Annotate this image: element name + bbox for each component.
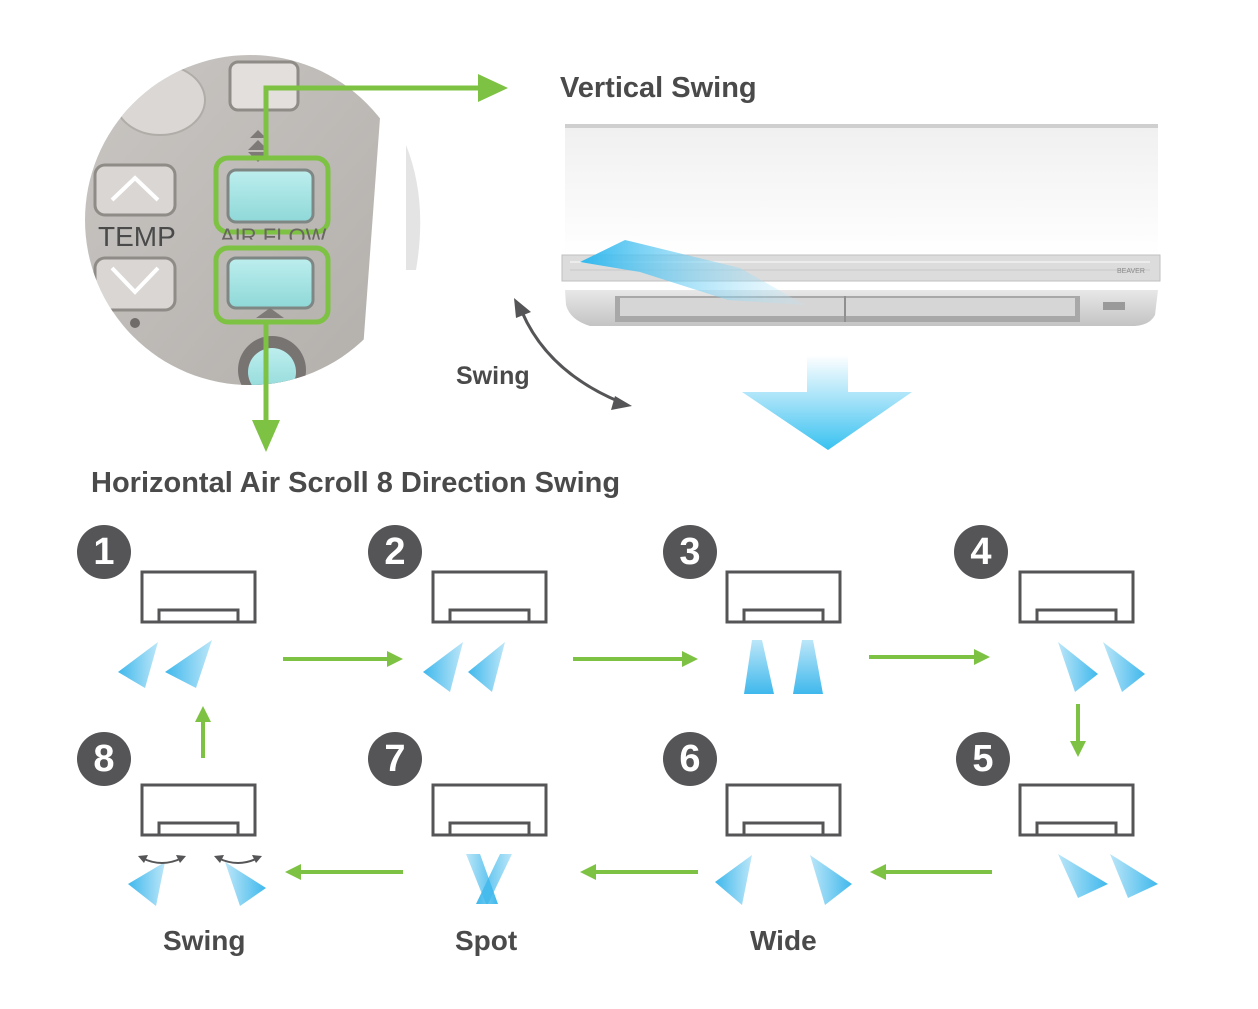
air-conditioner-unit: BEAVER <box>561 124 1161 326</box>
airflow-label: AIR FLOW <box>220 224 327 249</box>
arrow-step-3-to-4 <box>869 649 990 665</box>
swing-arrow-label: Swing <box>456 362 530 390</box>
vertical-airflow-button[interactable] <box>226 168 315 224</box>
step-number-2: 2 <box>368 525 422 579</box>
air-flow-4b <box>1103 642 1145 692</box>
air-flow-1b <box>165 640 212 688</box>
arrow-step-1-to-2 <box>283 651 403 667</box>
step-number-6: 6 <box>663 732 717 786</box>
mode-label-spot: Spot <box>455 925 518 956</box>
air-flow-1a <box>118 642 158 688</box>
step-unit-icon-3 <box>725 570 842 624</box>
temp-down-button[interactable] <box>93 256 177 312</box>
arrow-step-7-to-8 <box>285 864 403 880</box>
air-flow-8a <box>128 862 165 906</box>
step-unit-icon-4 <box>1018 570 1135 624</box>
temp-up-button[interactable] <box>93 163 177 217</box>
arrow-step-5-to-6 <box>870 864 992 880</box>
arrow-step-2-to-3 <box>573 651 698 667</box>
step-number-8: 8 <box>77 732 131 786</box>
step-number-1: 1 <box>77 525 131 579</box>
vertical-swing-title: Vertical Swing <box>560 72 757 104</box>
step-number-3: 3 <box>663 525 717 579</box>
step-unit-icon-6 <box>725 783 842 837</box>
step-unit-icon-8 <box>140 783 257 837</box>
vertical-swing-highlight <box>213 155 331 235</box>
step-unit-icon-7 <box>431 783 548 837</box>
arrow-step-6-to-7 <box>580 864 698 880</box>
swing-curve-arrow <box>520 311 621 404</box>
horizontal-swing-title: Horizontal Air Scroll 8 Direction Swing <box>91 467 621 499</box>
temp-label: TEMP <box>98 221 176 252</box>
air-flow-3b <box>793 640 823 694</box>
air-flow-6b <box>810 855 852 905</box>
swing-mini-arrow-right <box>214 855 262 864</box>
step-number-4: 4 <box>954 525 1008 579</box>
swing-mini-arrow-left <box>138 855 186 864</box>
step-number-5: 5 <box>956 732 1010 786</box>
horizontal-airflow-button[interactable] <box>226 256 315 310</box>
arrow-step-8-to-1 <box>195 706 211 758</box>
air-flow-8b <box>225 862 266 906</box>
air-flow-2b <box>468 642 505 692</box>
air-flow-6a <box>715 855 752 905</box>
mode-label-wide: Wide <box>750 925 817 956</box>
step-unit-icon-1 <box>140 570 257 624</box>
air-flow-4a <box>1058 642 1098 692</box>
step-number-7: 7 <box>368 732 422 786</box>
air-flow-7b <box>476 854 512 904</box>
step-unit-icon-2 <box>431 570 548 624</box>
round-button[interactable] <box>248 348 296 396</box>
arrow-step-4-to-5 <box>1070 704 1086 757</box>
vertical-swing-pointer <box>263 85 485 160</box>
step-arrows <box>195 649 1086 880</box>
air-flow-5a <box>1058 854 1108 898</box>
air-flow-5b <box>1110 854 1158 898</box>
horizontal-swing-highlight <box>213 245 331 325</box>
air-flow-2a <box>423 642 463 692</box>
mode-label-swing: Swing <box>163 925 246 956</box>
remote-edge <box>406 145 421 270</box>
unit-brand-logo: BEAVER <box>1117 268 1145 275</box>
air-flow-3a <box>744 640 774 694</box>
downward-airflow-arrow <box>742 355 912 450</box>
step-air-flows <box>118 640 1158 906</box>
step-unit-icon-5 <box>1018 783 1135 837</box>
step-unit-icons <box>140 570 1135 837</box>
